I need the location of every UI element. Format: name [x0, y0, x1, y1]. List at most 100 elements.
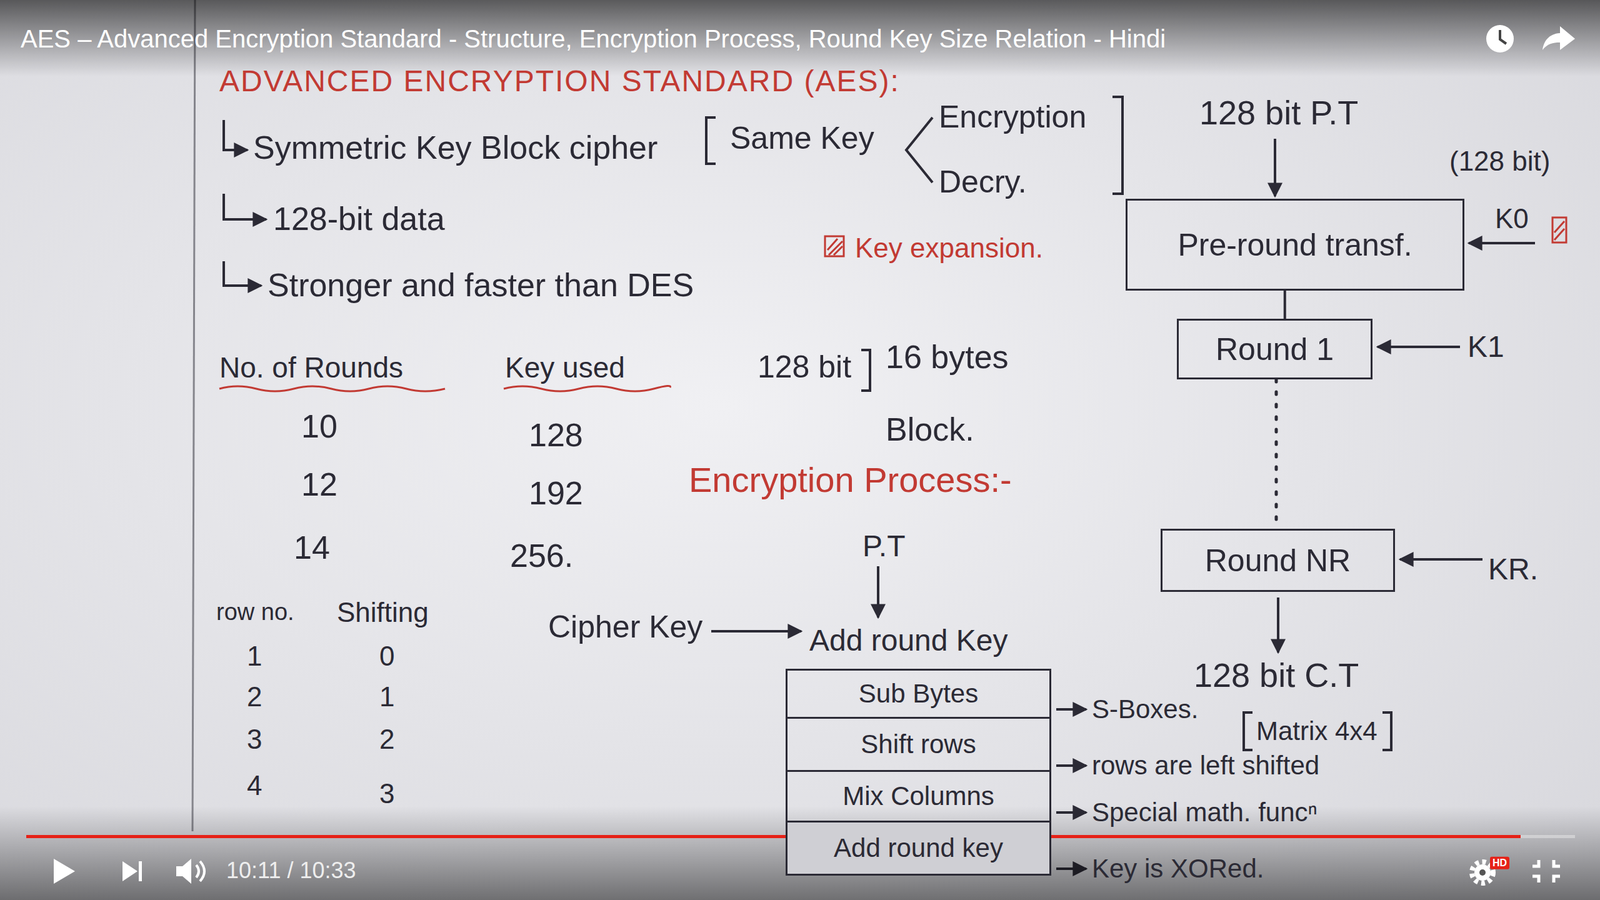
table-cell: 256. [510, 537, 574, 575]
watch-later-icon [1500, 30, 1507, 44]
section-heading: Encryption Process:- [688, 460, 1012, 500]
table-cell: 0 [379, 640, 395, 673]
note: Symmetric Key Block cipher [253, 129, 658, 167]
hook-arrow [223, 261, 262, 286]
volume-icon [176, 858, 192, 884]
red-mark [825, 236, 844, 257]
note: rows are left shifted [1091, 750, 1320, 781]
note: Key is XORed. [1091, 853, 1264, 884]
note: (128 bit) [1449, 145, 1550, 178]
note: Key expansion. [855, 232, 1044, 265]
key-arrow [1400, 558, 1483, 561]
key-arrow [1468, 241, 1535, 245]
flow-arrow [711, 630, 802, 633]
table-cell: 128 [528, 416, 584, 455]
bracket [861, 350, 870, 391]
red-mark [827, 238, 843, 255]
table-header: Key used [505, 351, 625, 385]
note: Same Key [730, 120, 875, 157]
connector [1283, 290, 1287, 319]
table-cell: 14 [293, 529, 330, 567]
step-box: Mix Columns [785, 770, 1052, 823]
key-label: KR. [1488, 551, 1539, 587]
note: 16 bytes [885, 338, 1009, 377]
table-cell: 12 [301, 466, 338, 504]
round-box: Pre-round transf. [1125, 198, 1465, 291]
box-text: Pre-round transf. [1177, 226, 1412, 264]
leader-arrow [1056, 708, 1087, 711]
time-display: 10:11 / 10:33 [226, 857, 357, 884]
branch-symbol [906, 117, 933, 183]
next-icon [138, 861, 142, 882]
watch-later-icon [1486, 25, 1514, 53]
dotted-connector [1275, 379, 1279, 529]
note: Matrix 4x4 [1256, 716, 1378, 747]
volume-icon [196, 861, 205, 882]
table-cell: 2 [379, 723, 395, 756]
note: Encryption [938, 99, 1087, 136]
key-label: K0 [1495, 203, 1529, 235]
note: 128 bit C.T [1193, 655, 1359, 695]
box-text: Add round key [833, 833, 1004, 864]
note: 128-bit data [273, 200, 445, 239]
flow-arrow [1276, 597, 1280, 653]
bracket [706, 117, 716, 164]
box-text: Round 1 [1215, 331, 1334, 368]
table-cell: 3 [379, 778, 395, 810]
note: 128 bit [757, 349, 852, 386]
hook-arrow [223, 120, 248, 150]
share-icon [1542, 26, 1575, 50]
bracket [1112, 96, 1123, 194]
hook-arrow [223, 193, 267, 220]
table-cell: 1 [246, 640, 262, 673]
table-header: No. of Rounds [219, 351, 404, 385]
round-box: Round NR [1160, 528, 1395, 592]
table-cell: 4 [246, 770, 262, 802]
flow-arrow [1273, 138, 1277, 197]
box-text: Sub Bytes [858, 678, 979, 709]
underline [219, 386, 445, 392]
note: Add round Key [809, 623, 1009, 658]
note: 128 bit P.T [1199, 93, 1359, 132]
note: Stronger and faster than DES [267, 266, 694, 305]
video-title: AES – Advanced Encryption Standard - Str… [20, 24, 1166, 54]
play-icon [53, 858, 75, 884]
table-header: row no. [216, 598, 295, 627]
key-label: K1 [1467, 329, 1505, 364]
bracket [1243, 712, 1253, 750]
note: P.T [862, 528, 905, 564]
red-mark [1552, 217, 1567, 243]
next-icon [122, 861, 138, 882]
table-cell: 3 [246, 723, 262, 756]
note: Cipher Key [548, 609, 703, 646]
settings-icon [1479, 869, 1486, 876]
hd-badge: HD [1490, 856, 1510, 870]
step-box: Shift rows [785, 716, 1052, 772]
note: Special math. funcⁿ [1091, 797, 1318, 828]
round-box: Round 1 [1176, 318, 1373, 380]
heading: ADVANCED ENCRYPTION STANDARD (AES): [219, 63, 900, 99]
key-arrow [1377, 345, 1460, 349]
note: Decry. [938, 164, 1027, 201]
red-mark [1554, 221, 1565, 240]
progress-bar [26, 835, 1521, 839]
table-cell: 1 [379, 681, 395, 714]
step-box: Sub Bytes [785, 668, 1052, 719]
controls-shade [0, 806, 1600, 900]
table-header: Shifting [336, 596, 429, 629]
box-text: Mix Columns [842, 781, 995, 812]
step-box: Add round key [785, 820, 1052, 876]
table-cell: 10 [301, 408, 338, 446]
table-cell: 192 [528, 475, 584, 513]
settings-icon [1474, 864, 1491, 881]
margin-line [192, 0, 195, 832]
box-text: Shift rows [860, 729, 976, 760]
table-cell: 2 [246, 681, 262, 714]
box-text: Round NR [1205, 542, 1351, 579]
note: Block. [885, 411, 975, 449]
note: S-Boxes. [1091, 694, 1199, 725]
underline [503, 385, 670, 392]
flow-arrow [876, 566, 880, 618]
